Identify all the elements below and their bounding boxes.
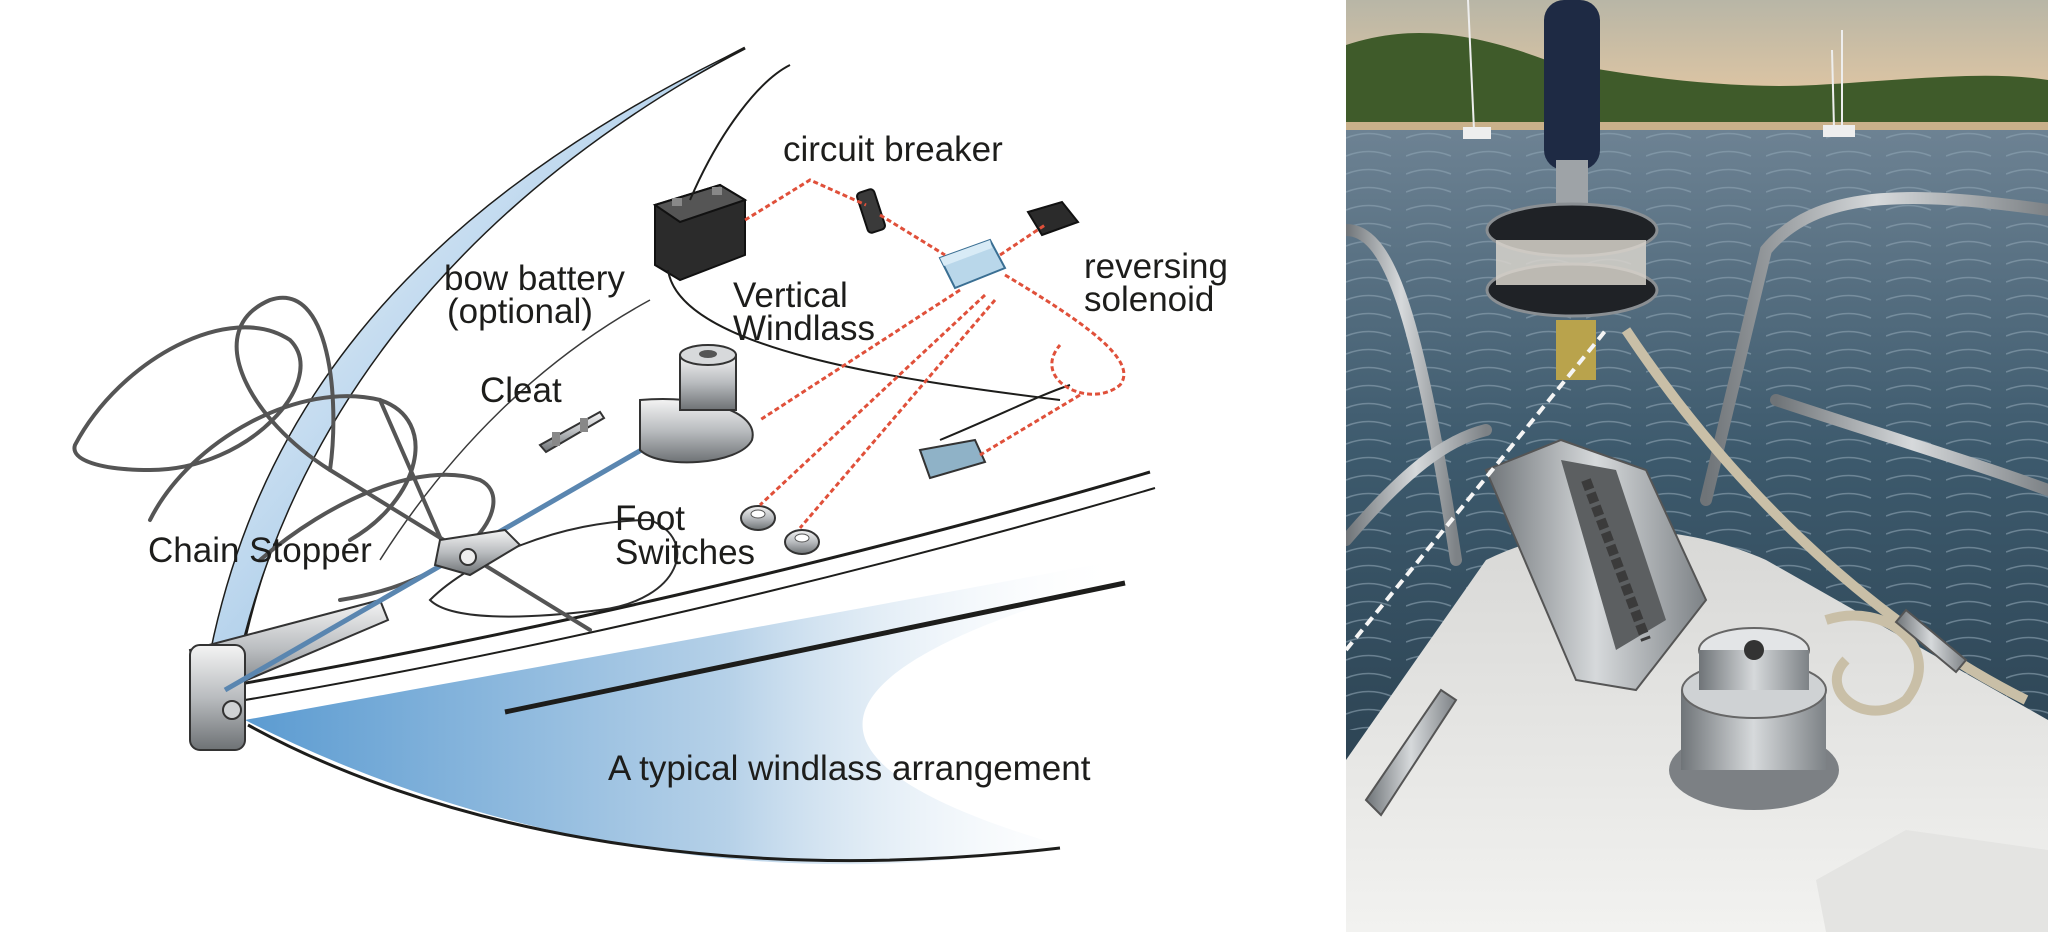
anchor-chain [223,442,652,693]
dock-line-coil [1824,610,1924,716]
label-vertical-windlass: Vertical [733,276,848,315]
control-box [918,438,987,480]
foot-switches [740,505,820,555]
windlass-diagram: circuit breaker bow battery (optional) V… [72,46,1228,865]
label-vertical-windlass-2: Windlass [733,309,875,348]
vertical-windlass [639,344,754,464]
jib-sheet-line [1346,328,1608,652]
control-wiring [744,178,1126,529]
label-circuit-breaker: circuit breaker [783,130,1003,169]
deck-non-skid-panel [1816,830,2048,932]
deck-sheer-inner [214,487,1156,706]
label-reversing-solenoid: reversing [1084,247,1228,286]
windlass-photo [1346,0,2048,932]
diagram-caption: A typical windlass arrangement [608,749,1091,788]
power-cables [667,64,1071,441]
beach [1346,122,2048,130]
anchor-chain-links [1581,478,1651,642]
green-hills [1346,33,2048,130]
distant-sailboats [1463,0,1855,139]
label-bow-battery-optional: (optional) [447,292,593,331]
hull-side [245,560,1125,865]
bow-stem [204,47,746,692]
deck-cleats [1364,608,1968,817]
label-foot-switches: Foot [615,499,685,538]
label-cleat: Cleat [480,371,562,410]
bow-battery [652,183,748,282]
reversing-solenoid [938,238,1007,290]
label-chain-stopper: Chain Stopper [148,531,372,570]
hull-bottom-line [247,723,1061,862]
furler-line-spool [1496,240,1646,285]
label-foot-switches-2: Switches [615,533,755,572]
hull-waterline [504,580,1126,715]
circuit-breaker [855,188,887,234]
furler-drum-stay [1544,0,1600,170]
bow-pulpit [72,295,592,632]
deck-edge-front [233,46,746,689]
label-bow-battery: bow battery [444,259,625,298]
chain-stopper [433,528,522,577]
deck-sheer-line [204,470,1151,692]
pulpit-rails [1346,192,2048,566]
photo-windlass [1669,627,1839,810]
cleat [538,410,606,454]
label-reversing-solenoid-2: solenoid [1084,280,1214,319]
